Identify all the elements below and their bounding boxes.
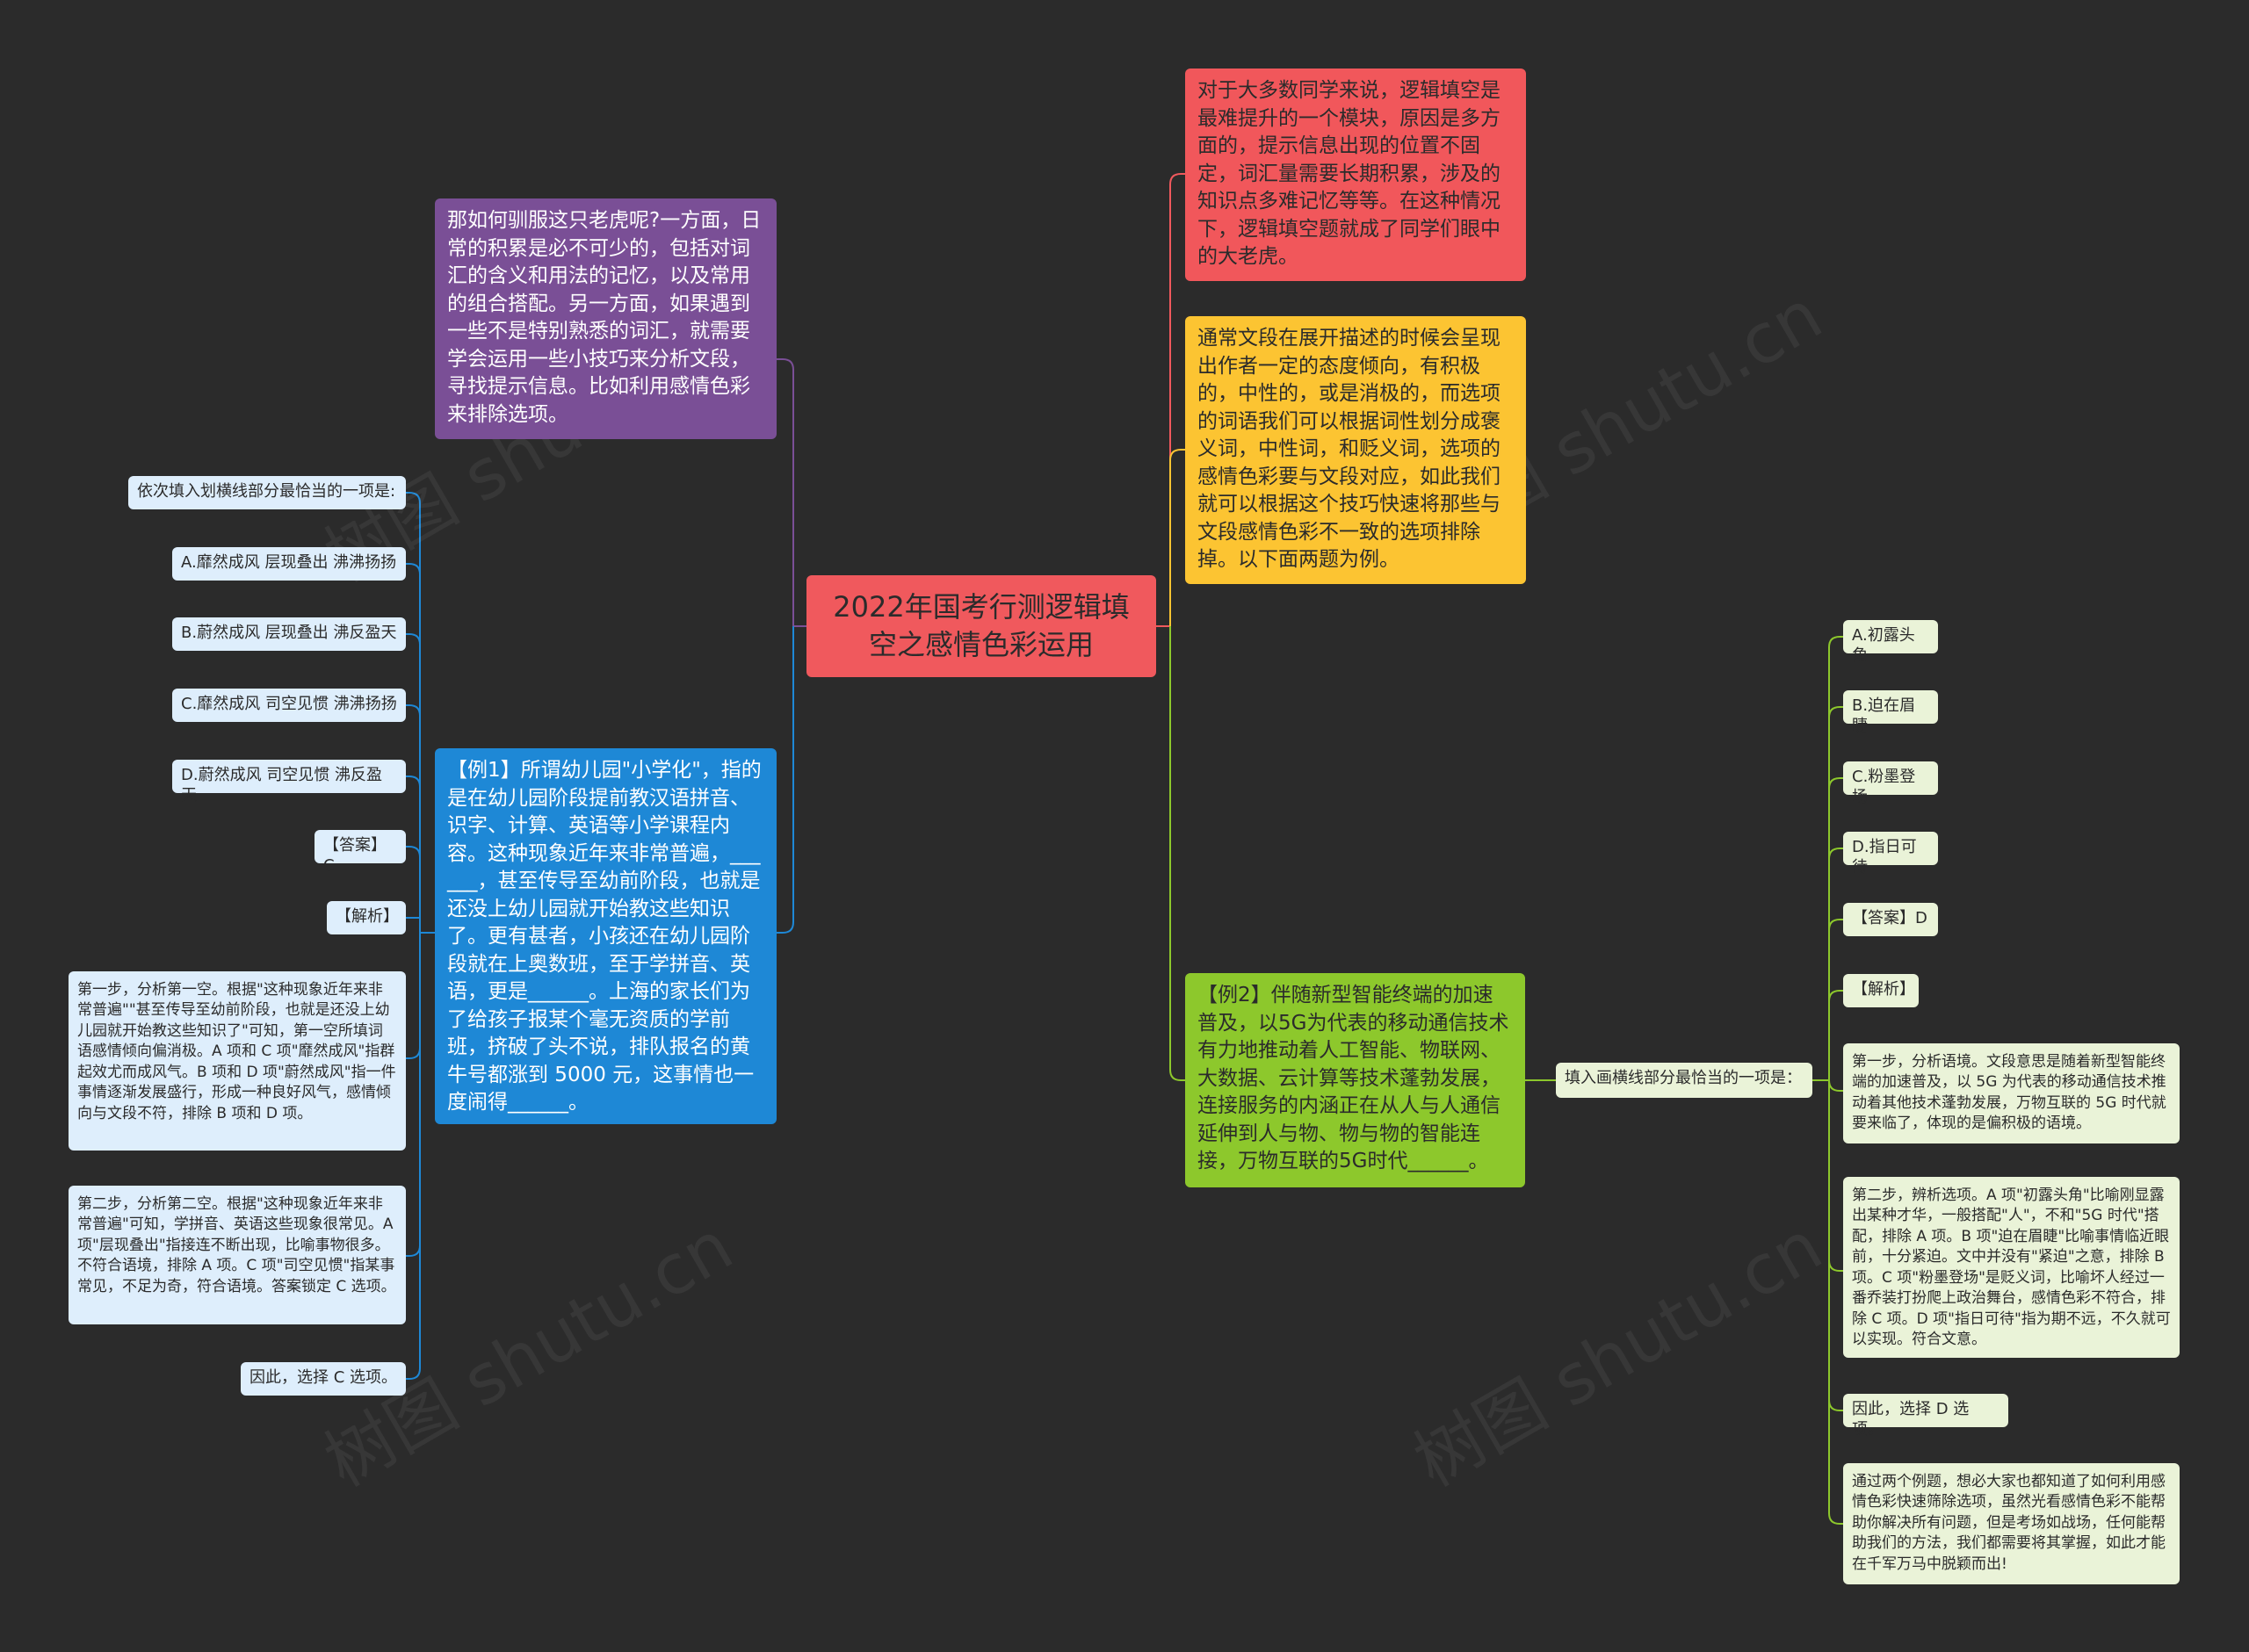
example2-step2[interactable]: 第二步，辨析选项。A 项"初露头角"比喻刚显露出某种才华，一般搭配"人"，不和"… bbox=[1843, 1177, 2180, 1358]
example1-option-d[interactable]: D.蔚然成风 司空见惯 沸反盈天 bbox=[172, 760, 406, 804]
example2-topic[interactable]: 【例2】伴随新型智能终端的加速普及，以5G为代表的移动通信技术有力地推动着人工智… bbox=[1185, 973, 1525, 1187]
method-topic[interactable]: 那如何驯服这只老虎呢?一方面，日常的积累是必不可少的，包括对词汇的含义和用法的记… bbox=[435, 198, 777, 439]
example2-option-b[interactable]: B.迫在眉睫 bbox=[1843, 690, 1938, 735]
example1-conclusion[interactable]: 因此，选择 C 选项。 bbox=[241, 1362, 406, 1396]
example1-step2[interactable]: 第二步，分析第二空。根据"这种现象近年来非常普遍"可知，学拼音、英语这些现象很常… bbox=[69, 1186, 406, 1324]
example1-option-a[interactable]: A.靡然成风 层现叠出 沸沸扬扬 bbox=[172, 547, 406, 581]
example2-answer[interactable]: 【答案】D bbox=[1843, 903, 1938, 936]
example2-option-c[interactable]: C.粉墨登场 bbox=[1843, 761, 1938, 806]
example1-answer[interactable]: 【答案】C bbox=[315, 830, 406, 875]
central-topic[interactable]: 2022年国考行测逻辑填空之感情色彩运用 bbox=[806, 575, 1156, 677]
example2-option-a[interactable]: A.初露头角 bbox=[1843, 620, 1938, 665]
technique-topic[interactable]: 通常文段在展开描述的时候会呈现出作者一定的态度倾向，有积极的，中性的，或是消极的… bbox=[1185, 316, 1526, 584]
example1-topic[interactable]: 【例1】所谓幼儿园"小学化"，指的是在幼儿园阶段提前教汉语拼音、识字、计算、英语… bbox=[435, 748, 777, 1124]
example1-question[interactable]: 依次填入划横线部分最恰当的一项是: bbox=[128, 476, 406, 509]
example2-question[interactable]: 填入画横线部分最恰当的一项是： bbox=[1556, 1063, 1812, 1098]
example2-option-d[interactable]: D.指日可待 bbox=[1843, 832, 1938, 876]
example1-step1[interactable]: 第一步，分析第一空。根据"这种现象近年来非常普遍""甚至传导至幼前阶段，也就是还… bbox=[69, 971, 406, 1151]
intro-topic[interactable]: 对于大多数同学来说，逻辑填空是最难提升的一个模块，原因是多方面的，提示信息出现的… bbox=[1185, 69, 1526, 281]
example1-analysis-label[interactable]: 【解析】 bbox=[327, 901, 406, 934]
summary-note[interactable]: 通过两个例题，想必大家也都知道了如何利用感情色彩快速筛除选项，虽然光看感情色彩不… bbox=[1843, 1463, 2180, 1584]
example2-analysis-label[interactable]: 【解析】 bbox=[1843, 974, 1919, 1007]
example2-conclusion[interactable]: 因此，选择 D 选项。 bbox=[1843, 1394, 2008, 1439]
example1-option-b[interactable]: B.蔚然成风 层现叠出 沸反盈天 bbox=[172, 617, 406, 651]
example2-step1[interactable]: 第一步，分析语境。文段意思是随着新型智能终端的加速普及，以 5G 为代表的移动通… bbox=[1843, 1043, 2180, 1143]
example1-option-c[interactable]: C.靡然成风 司空见惯 沸沸扬扬 bbox=[172, 689, 406, 722]
